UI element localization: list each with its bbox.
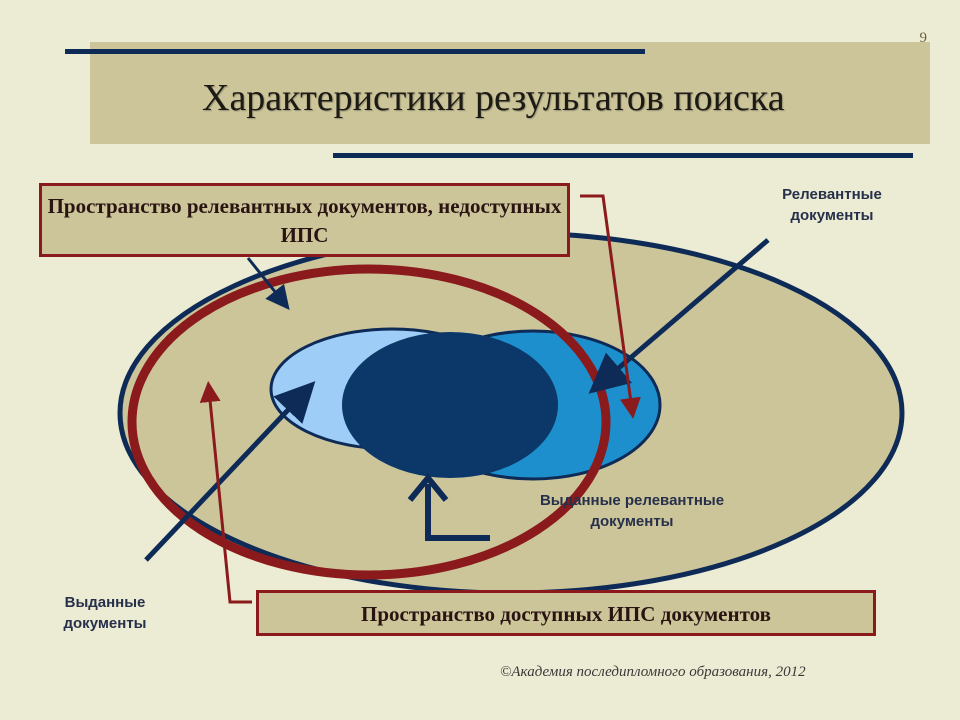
callout-accessible: Пространство доступных ИПС документов (256, 590, 876, 636)
page-number: 9 (919, 30, 928, 46)
label-issued-documents: Выданные документы (63, 594, 147, 632)
bracket-accessible (199, 381, 252, 604)
bracket-relevant-inaccessible (580, 194, 641, 419)
label-issued-relevant-documents: Выданные релевантные документы (539, 492, 725, 530)
footer-copyright: ©Академия последипломного образования, 2… (500, 664, 806, 680)
arrow-relevant (588, 238, 770, 394)
arrow-issued-relevant-head (407, 473, 449, 502)
arrow-issued-relevant (425, 484, 490, 541)
label-relevant-documents: Релевантные документы (782, 186, 882, 224)
arrow-relevant-inaccessible (246, 257, 290, 311)
slide-title: Характеристики результатов поиска (202, 77, 785, 119)
title-rule-top (65, 49, 645, 54)
title-rule-bottom (333, 153, 913, 158)
callout-relevant-inaccessible: Пространство релевантных документов, нед… (39, 183, 570, 257)
accessible-space-ring (127, 264, 611, 580)
callout-relevant-inaccessible-text: Пространство релевантных документов, нед… (47, 194, 562, 247)
callout-accessible-text: Пространство доступных ИПС документов (361, 602, 771, 626)
title-band (90, 42, 930, 144)
arrow-issued (144, 381, 316, 562)
issued-relevant-intersection (342, 332, 558, 478)
